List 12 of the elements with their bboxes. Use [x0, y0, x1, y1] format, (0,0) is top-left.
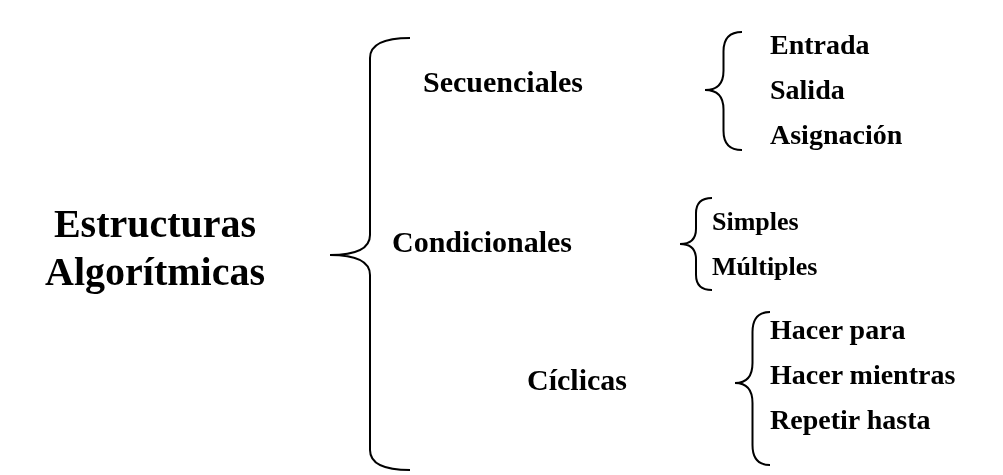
category-label: Condicionales — [392, 224, 573, 260]
category-label: Secuenciales — [423, 64, 583, 100]
category-label: Asignación — [770, 118, 903, 152]
category-label: Múltiples — [712, 251, 818, 283]
category-label: Simples — [712, 206, 799, 238]
category-label: Hacer para — [770, 313, 906, 347]
category-label: Cíclicas — [527, 362, 627, 398]
main-heading: Estructuras Algorítmicas — [44, 200, 266, 296]
category-label: Salida — [770, 73, 845, 107]
category-label: Repetir hasta — [770, 403, 931, 437]
category-label: Hacer mientras — [770, 358, 956, 392]
category-label: Entrada — [770, 28, 870, 62]
